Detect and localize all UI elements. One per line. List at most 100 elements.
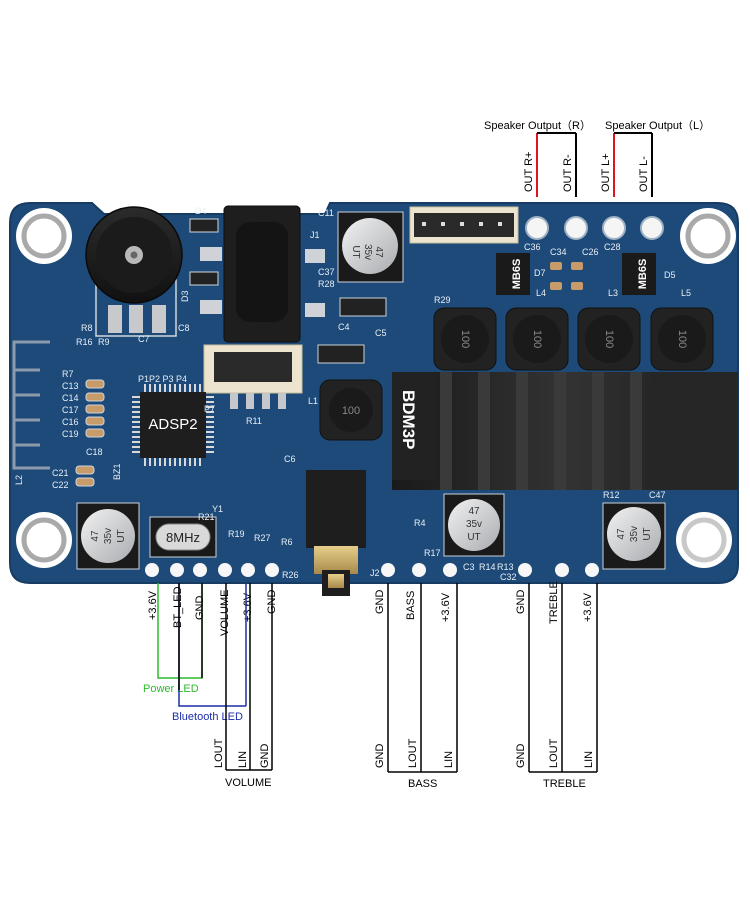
- silk-r4: R4: [414, 518, 426, 528]
- pcb-antenna: [12, 340, 50, 470]
- silk-r8: R8: [81, 323, 93, 333]
- pot-pin-lout: LOUT: [213, 738, 225, 768]
- silk-c5: C5: [375, 328, 387, 338]
- silk-c14: C14: [62, 393, 79, 403]
- pin-label-bt-led: BT_LED: [172, 586, 184, 628]
- silk-r28: R28: [318, 279, 335, 289]
- silk-c7: C7: [138, 334, 150, 344]
- electrolytic-capacitor-left: 47 35v UT: [76, 502, 140, 570]
- pin-label-volume: VOLUME: [219, 590, 231, 636]
- silk-l5: L5: [681, 288, 691, 298]
- mounting-hole-bottom-left: [16, 512, 72, 568]
- volume-header-wiring: +3.6V BT_LED GND VOLUME +3.6V GND Power …: [143, 583, 278, 789]
- cap-series: UT: [467, 532, 480, 543]
- pin-label-treble-3v6: +3.6V: [582, 592, 594, 622]
- silk-c17: C17: [62, 405, 79, 415]
- volume-pot-title: VOLUME: [225, 777, 271, 789]
- silk-c11: C11: [318, 208, 334, 218]
- pin-label-treble-gnd: GND: [515, 590, 527, 615]
- silk-l2: L2: [14, 475, 24, 485]
- pin-label-bass: BASS: [405, 591, 417, 620]
- speaker-output-right: Speaker Output（R） OUT R+ OUT R-: [484, 119, 591, 197]
- speaker-output-right-title: Speaker Output（R）: [484, 119, 591, 132]
- silk-d3: D3: [180, 290, 190, 302]
- inductor-l1: 100: [319, 379, 383, 441]
- cap-voltage: 35v: [629, 526, 640, 542]
- silk-r17: R17: [424, 548, 441, 558]
- silk-c13: C13: [62, 381, 79, 391]
- silk-l4: L4: [536, 288, 546, 298]
- silk-r13: R13: [497, 562, 514, 572]
- silk-r9: R9: [98, 337, 110, 347]
- label-power-led: Power LED: [143, 683, 199, 695]
- silk-p7: P7: [204, 404, 215, 414]
- bass-pot-title: BASS: [408, 778, 437, 790]
- pin-label-bass-gnd: GND: [374, 590, 386, 615]
- smd-m00-a: [339, 297, 387, 317]
- heatsink: BDM3P: [392, 372, 738, 490]
- connector-4pin: [203, 344, 303, 409]
- crystal-label: 8MHz: [166, 530, 200, 545]
- silk-r12: R12: [603, 490, 620, 500]
- mounting-hole-top-left: [16, 208, 72, 264]
- pin-label-gnd-1: GND: [194, 596, 206, 621]
- dsp-chip: ADSP2: [132, 384, 214, 466]
- rotary-potentiometer: [85, 206, 183, 337]
- inductor-value: 100: [531, 330, 543, 348]
- speaker-pads: [525, 216, 664, 240]
- cap-value: 47: [616, 528, 627, 540]
- silk-j2: J2: [370, 568, 380, 578]
- silk-r16: R16: [76, 337, 93, 347]
- silk-c19: C19: [62, 429, 79, 439]
- mb6s-label: MB6S: [511, 259, 523, 290]
- silk-r14: R14: [479, 562, 496, 572]
- silk-r26: R26: [282, 570, 299, 580]
- silk-l3: L3: [608, 288, 618, 298]
- smd-capacitors-left: [75, 379, 105, 487]
- cap-voltage: 35v: [466, 519, 482, 530]
- inductors: 100 100 100 100: [433, 307, 714, 371]
- silk-c37: C37: [318, 267, 335, 277]
- electrolytic-capacitor-c47: 47 35v UT: [602, 502, 666, 570]
- cap-series: UT: [116, 529, 127, 542]
- silk-r29: R29: [434, 295, 451, 305]
- silk-c47: C47: [649, 490, 666, 500]
- silk-c26: C26: [582, 247, 599, 257]
- silk-c6: C6: [284, 454, 296, 464]
- inductor-l3: 100: [577, 307, 641, 371]
- silk-d4: D4: [195, 206, 207, 216]
- cap-value: 47: [468, 506, 480, 517]
- pin-label-out-l-plus: OUT L+: [600, 153, 612, 192]
- bridge-rectifier-right: MB6S: [622, 253, 656, 295]
- cap-value: 47: [90, 530, 101, 542]
- silk-c28: C28: [604, 242, 621, 252]
- inductor-l5: 100: [650, 307, 714, 371]
- silk-r27: R27: [254, 533, 271, 543]
- silk-d5: D5: [664, 270, 676, 280]
- cap-series: UT: [350, 245, 361, 258]
- pin-label-treble: TREBLE: [548, 581, 560, 624]
- dsp-chip-label: ADSP2: [148, 416, 197, 433]
- electrolytic-capacitor-bass: 47 35v UT: [443, 493, 505, 557]
- audio-jack: [306, 470, 366, 596]
- silk-r6: R6: [281, 537, 293, 547]
- pin-label-3v6-vol: +3.6V: [242, 592, 254, 622]
- diode-d4: [189, 218, 219, 233]
- pin-label-out-r-plus: OUT R+: [523, 152, 535, 192]
- pcb-board: 47 35v UT MB6S MB6S: [9, 202, 739, 596]
- treble-header-wiring: GND TREBLE +3.6V GND LOUT LIN TREBLE: [515, 581, 598, 790]
- inductor-value: 100: [459, 330, 471, 348]
- bass-pot-pin-gnd: GND: [374, 744, 386, 769]
- header-pins-treble: [518, 563, 599, 577]
- treble-pot-pin-gnd: GND: [515, 744, 527, 769]
- inductor-value: 100: [342, 405, 360, 417]
- amp-chip-label: BDM3P: [399, 390, 418, 450]
- silk-bz1: BZ1: [112, 463, 122, 480]
- cap-voltage: 35v: [103, 528, 114, 544]
- silk-c34: C34: [550, 247, 567, 257]
- silk-c32: C32: [500, 572, 517, 582]
- silk-d7: D7: [534, 268, 546, 278]
- silk-c22: C22: [52, 480, 69, 490]
